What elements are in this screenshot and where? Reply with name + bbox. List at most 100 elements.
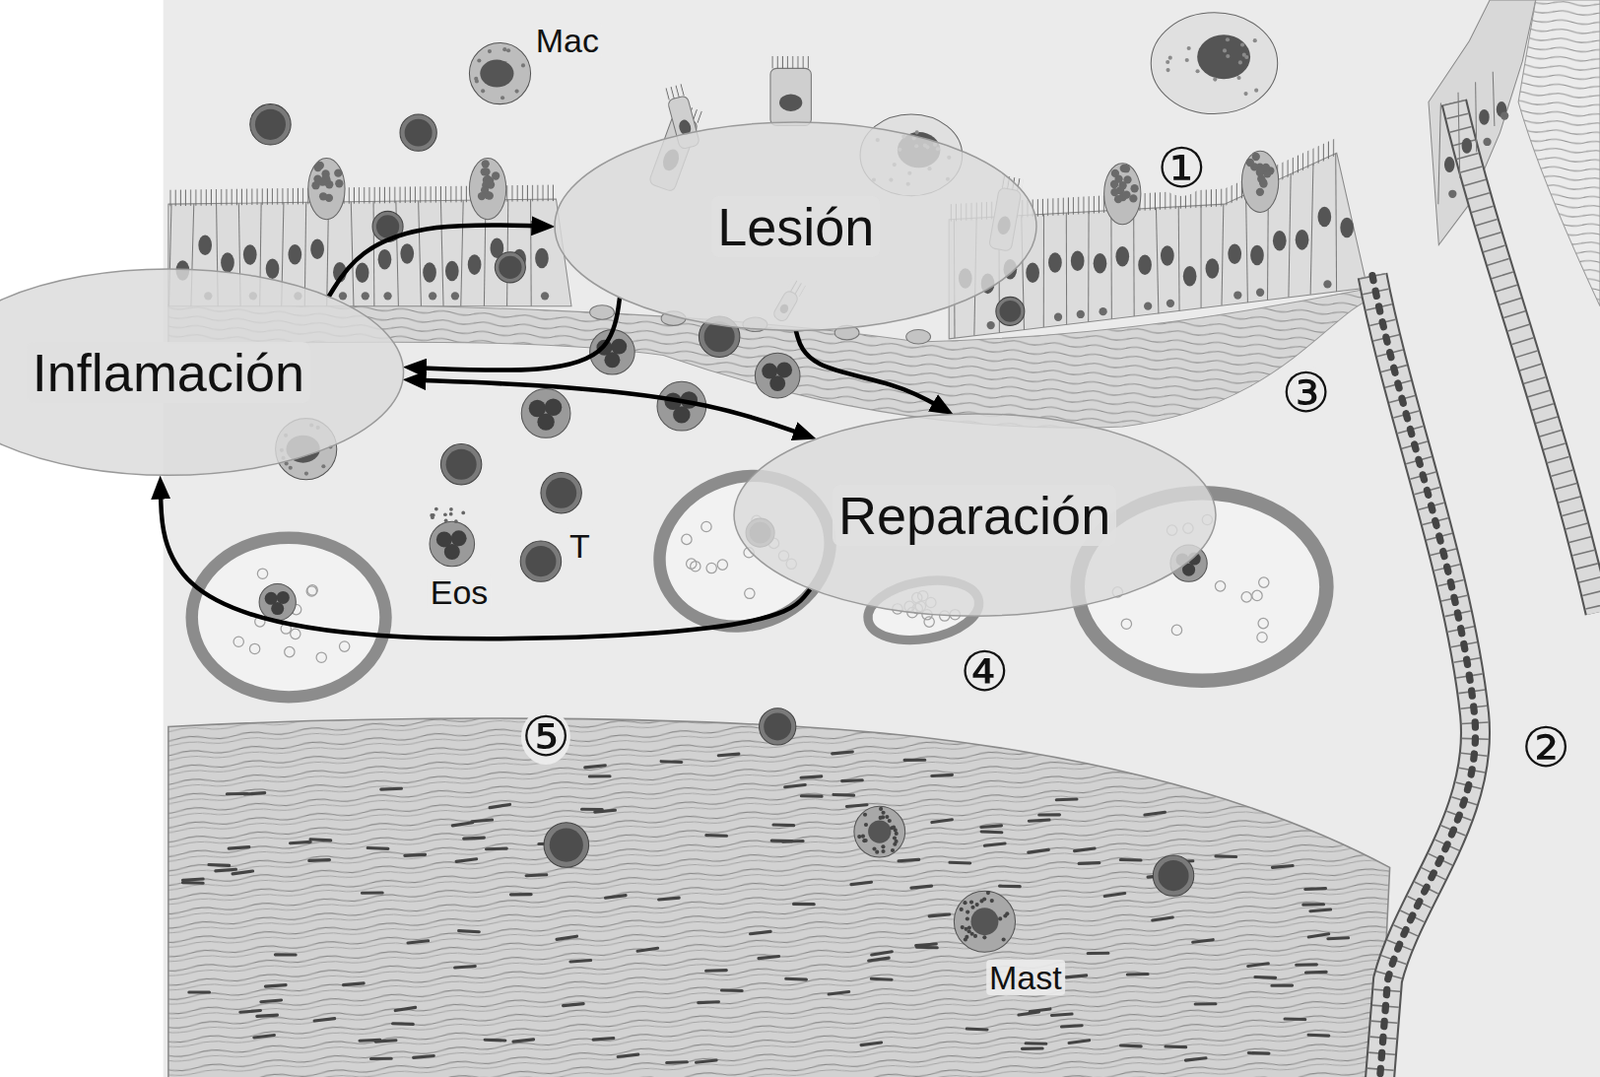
mucus-granule [313, 174, 322, 183]
cell-nucleus [1158, 860, 1190, 891]
tissue-drawing [163, 0, 1600, 1077]
mucus-granule [484, 178, 493, 187]
granule [1238, 60, 1243, 65]
mucus-granule [333, 168, 342, 177]
granule [975, 902, 980, 907]
cell-nucleus [763, 712, 792, 740]
granule [864, 822, 868, 827]
muscle-nucleus [1120, 858, 1141, 863]
gland-stroma [1518, 0, 1600, 307]
cycle-arrow [328, 224, 547, 297]
granule [857, 834, 862, 839]
cell-body [1152, 855, 1194, 896]
muscle-nucleus [570, 960, 592, 962]
cell-body [1150, 12, 1277, 115]
red-cell [1258, 617, 1268, 628]
muscle-nucleus [381, 787, 402, 792]
cell-nucleus [534, 248, 549, 269]
node-label: Reparación [832, 484, 1117, 546]
muscle-nucleus [1215, 854, 1237, 859]
muscle-nucleus [721, 988, 742, 993]
muscle-nucleus [393, 1021, 414, 1026]
muscle-nucleus [1185, 1058, 1206, 1061]
cell-border [418, 200, 422, 307]
cell-border [1492, 71, 1495, 127]
muscle-nucleus [932, 819, 953, 823]
muscle-nucleus [182, 878, 203, 880]
cell-body [520, 540, 561, 582]
cell-nucleus [999, 300, 1021, 323]
muscle-nucleus [794, 902, 815, 906]
muscle-nucleus [871, 951, 892, 955]
muscle-nucleus [842, 778, 864, 783]
granule [965, 910, 970, 915]
lymphocyte [440, 444, 481, 485]
muscle-nucleus [257, 1014, 278, 1016]
muscle-nucleus [846, 804, 867, 807]
basal-nucleus [451, 291, 460, 300]
cell-nucleus [1048, 252, 1063, 273]
granule [986, 890, 991, 895]
muscle-nucleus [1271, 984, 1293, 988]
mast-cell [953, 890, 1015, 952]
cell-border [373, 200, 376, 306]
muscle-nucleus [661, 759, 682, 764]
nucleus-lobe [603, 351, 620, 368]
red-cell [233, 636, 244, 647]
granule [1243, 91, 1248, 96]
basal-nucleus [1076, 310, 1085, 319]
cycle-arrow [410, 297, 620, 371]
muscle-nucleus [585, 765, 606, 768]
cell-nucleus [404, 119, 433, 147]
eosinophil [429, 507, 475, 567]
large-cell [1150, 12, 1277, 115]
cell-nucleus [1318, 206, 1333, 228]
cell-border [1475, 81, 1477, 152]
basal-nucleus [1482, 137, 1491, 146]
granule [970, 905, 975, 910]
cell-body [429, 521, 475, 567]
red-cell [257, 568, 267, 579]
red-cell [1241, 592, 1252, 602]
mucus-granule [314, 163, 323, 172]
muscle-nucleus [666, 1060, 688, 1065]
muscle-nucleus [828, 991, 850, 995]
muscle-nucleus [1066, 975, 1087, 978]
smooth-muscle-fibres [168, 718, 1391, 1077]
muscle-nucleus [1127, 972, 1148, 977]
ellipse-node: Lesión [552, 120, 1039, 333]
muscle-nucleus [1248, 963, 1269, 967]
cell-nucleus [1197, 34, 1251, 79]
muscle-nucleus [1271, 866, 1293, 868]
muscle-nucleus [1165, 1044, 1187, 1049]
muscle-nucleus [452, 822, 472, 826]
muscle-nucleus [309, 858, 331, 863]
mucus-granule [1122, 164, 1131, 173]
granule [967, 929, 972, 934]
granule [449, 507, 454, 512]
cell-nucleus [255, 109, 286, 140]
cell-body [543, 822, 590, 868]
basal-cell [906, 330, 932, 344]
ellipse-node: Reparación [732, 411, 1218, 618]
muscle-nucleus [832, 751, 854, 754]
ellipse-node: Inflamación [0, 266, 405, 477]
mucus-granule [1252, 152, 1261, 161]
smooth-muscle [168, 718, 1391, 1077]
muscle-nucleus [1078, 861, 1100, 866]
muscle-nucleus [189, 990, 210, 994]
cell-nucleus [198, 234, 212, 256]
cell-nucleus [220, 252, 235, 273]
muscle-nucleus [208, 863, 230, 867]
granule [1236, 75, 1241, 80]
muscle-nucleus [471, 819, 493, 822]
cell-border [1221, 203, 1224, 306]
granule [473, 76, 478, 81]
muscle-nucleus [1328, 935, 1349, 940]
cell-border [1288, 174, 1291, 298]
muscle-nucleus [706, 833, 728, 838]
granule [862, 838, 867, 843]
muscle-nucleus [698, 1000, 720, 1004]
cell-nucleus [1478, 109, 1490, 126]
